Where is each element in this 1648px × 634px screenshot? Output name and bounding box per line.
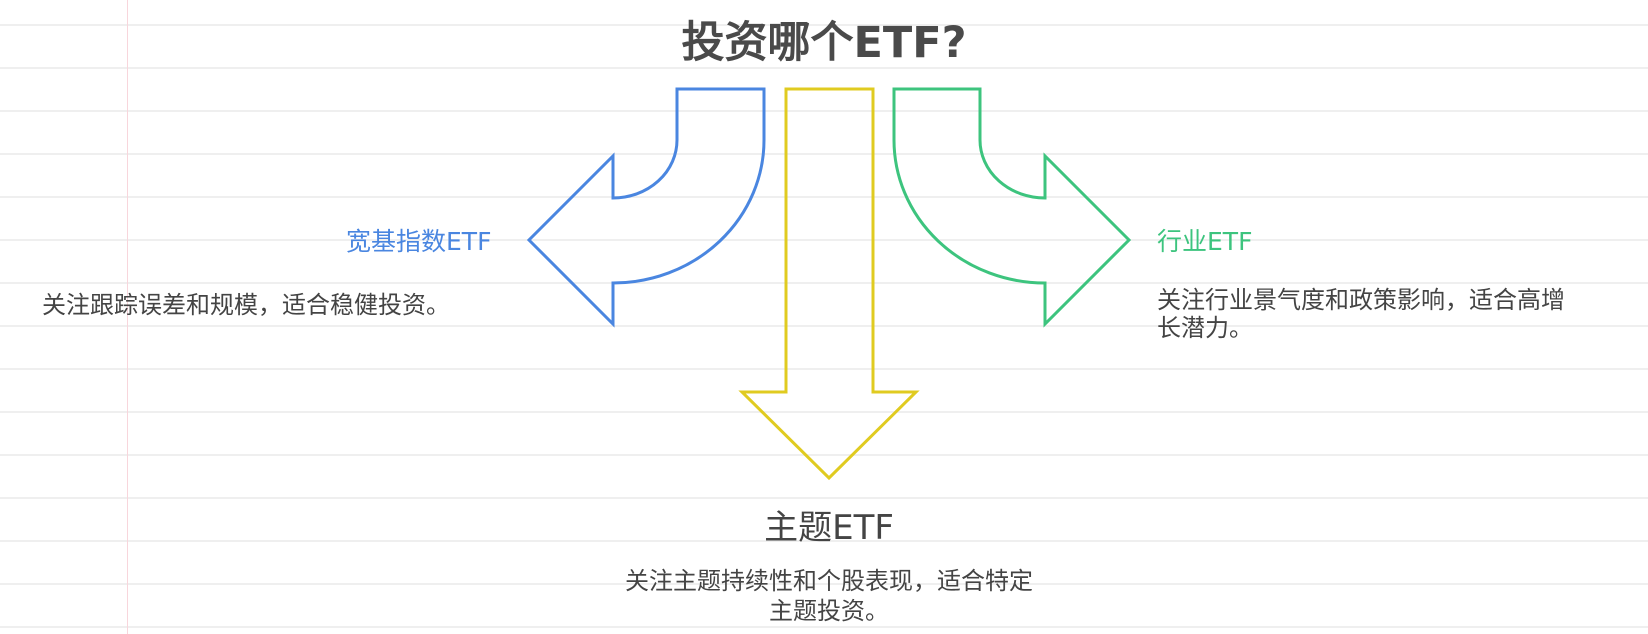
broad-etf-description: 关注跟踪误差和规模，适合稳健投资。 xyxy=(42,291,450,319)
sector-etf-description: 关注行业景气度和政策影响，适合高增 长潜力。 xyxy=(1157,284,1565,344)
sector-desc-line-1: 关注行业景气度和政策影响，适合高增 xyxy=(1157,286,1565,314)
sector-etf-label: 行业ETF xyxy=(1157,227,1253,256)
diagram-title: 投资哪个ETF? xyxy=(681,18,967,68)
theme-etf-label: 主题ETF xyxy=(764,508,894,548)
theme-arrow-icon xyxy=(738,87,920,481)
broad-arrow-icon xyxy=(526,87,766,328)
sector-desc-line-2: 长潜力。 xyxy=(1157,314,1253,342)
theme-etf-description: 关注主题持续性和个股表现，适合特定 主题投资。 xyxy=(0,565,1648,627)
theme-desc-line-1: 关注主题持续性和个股表现，适合特定 xyxy=(625,567,1033,595)
notebook-margin-line xyxy=(127,0,128,634)
broad-etf-label: 宽基指数ETF xyxy=(346,227,492,256)
theme-desc-line-2: 主题投资。 xyxy=(769,597,889,625)
sector-arrow-icon xyxy=(892,87,1132,328)
